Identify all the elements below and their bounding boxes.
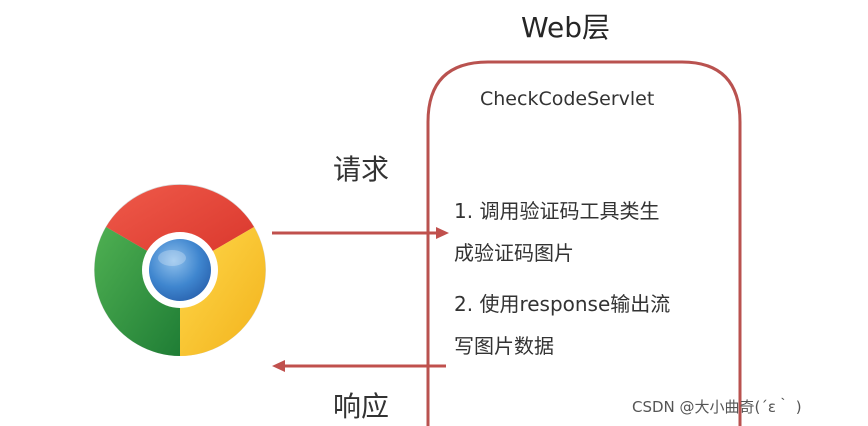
request-label: 请求 <box>333 153 390 186</box>
web-layer-title: Web层 <box>521 11 611 44</box>
response-arrow <box>272 360 446 372</box>
step-1: 1. 调用验证码工具类生 成验证码图片 <box>454 190 724 274</box>
step-2: 2. 使用response输出流 写图片数据 <box>454 283 724 367</box>
step-2-line-1: 2. 使用response输出流 <box>454 292 671 316</box>
response-label: 响应 <box>333 390 390 423</box>
csdn-watermark: CSDN @大小曲奇(´ε｀ ) <box>632 398 802 416</box>
chrome-browser-icon <box>94 184 266 356</box>
step-1-line-2: 成验证码图片 <box>454 241 574 265</box>
web-layer-container <box>426 60 742 426</box>
step-1-line-1: 1. 调用验证码工具类生 <box>454 199 660 223</box>
servlet-name: CheckCodeServlet <box>480 88 655 110</box>
step-2-line-2: 写图片数据 <box>454 334 554 358</box>
request-arrow <box>272 227 449 239</box>
